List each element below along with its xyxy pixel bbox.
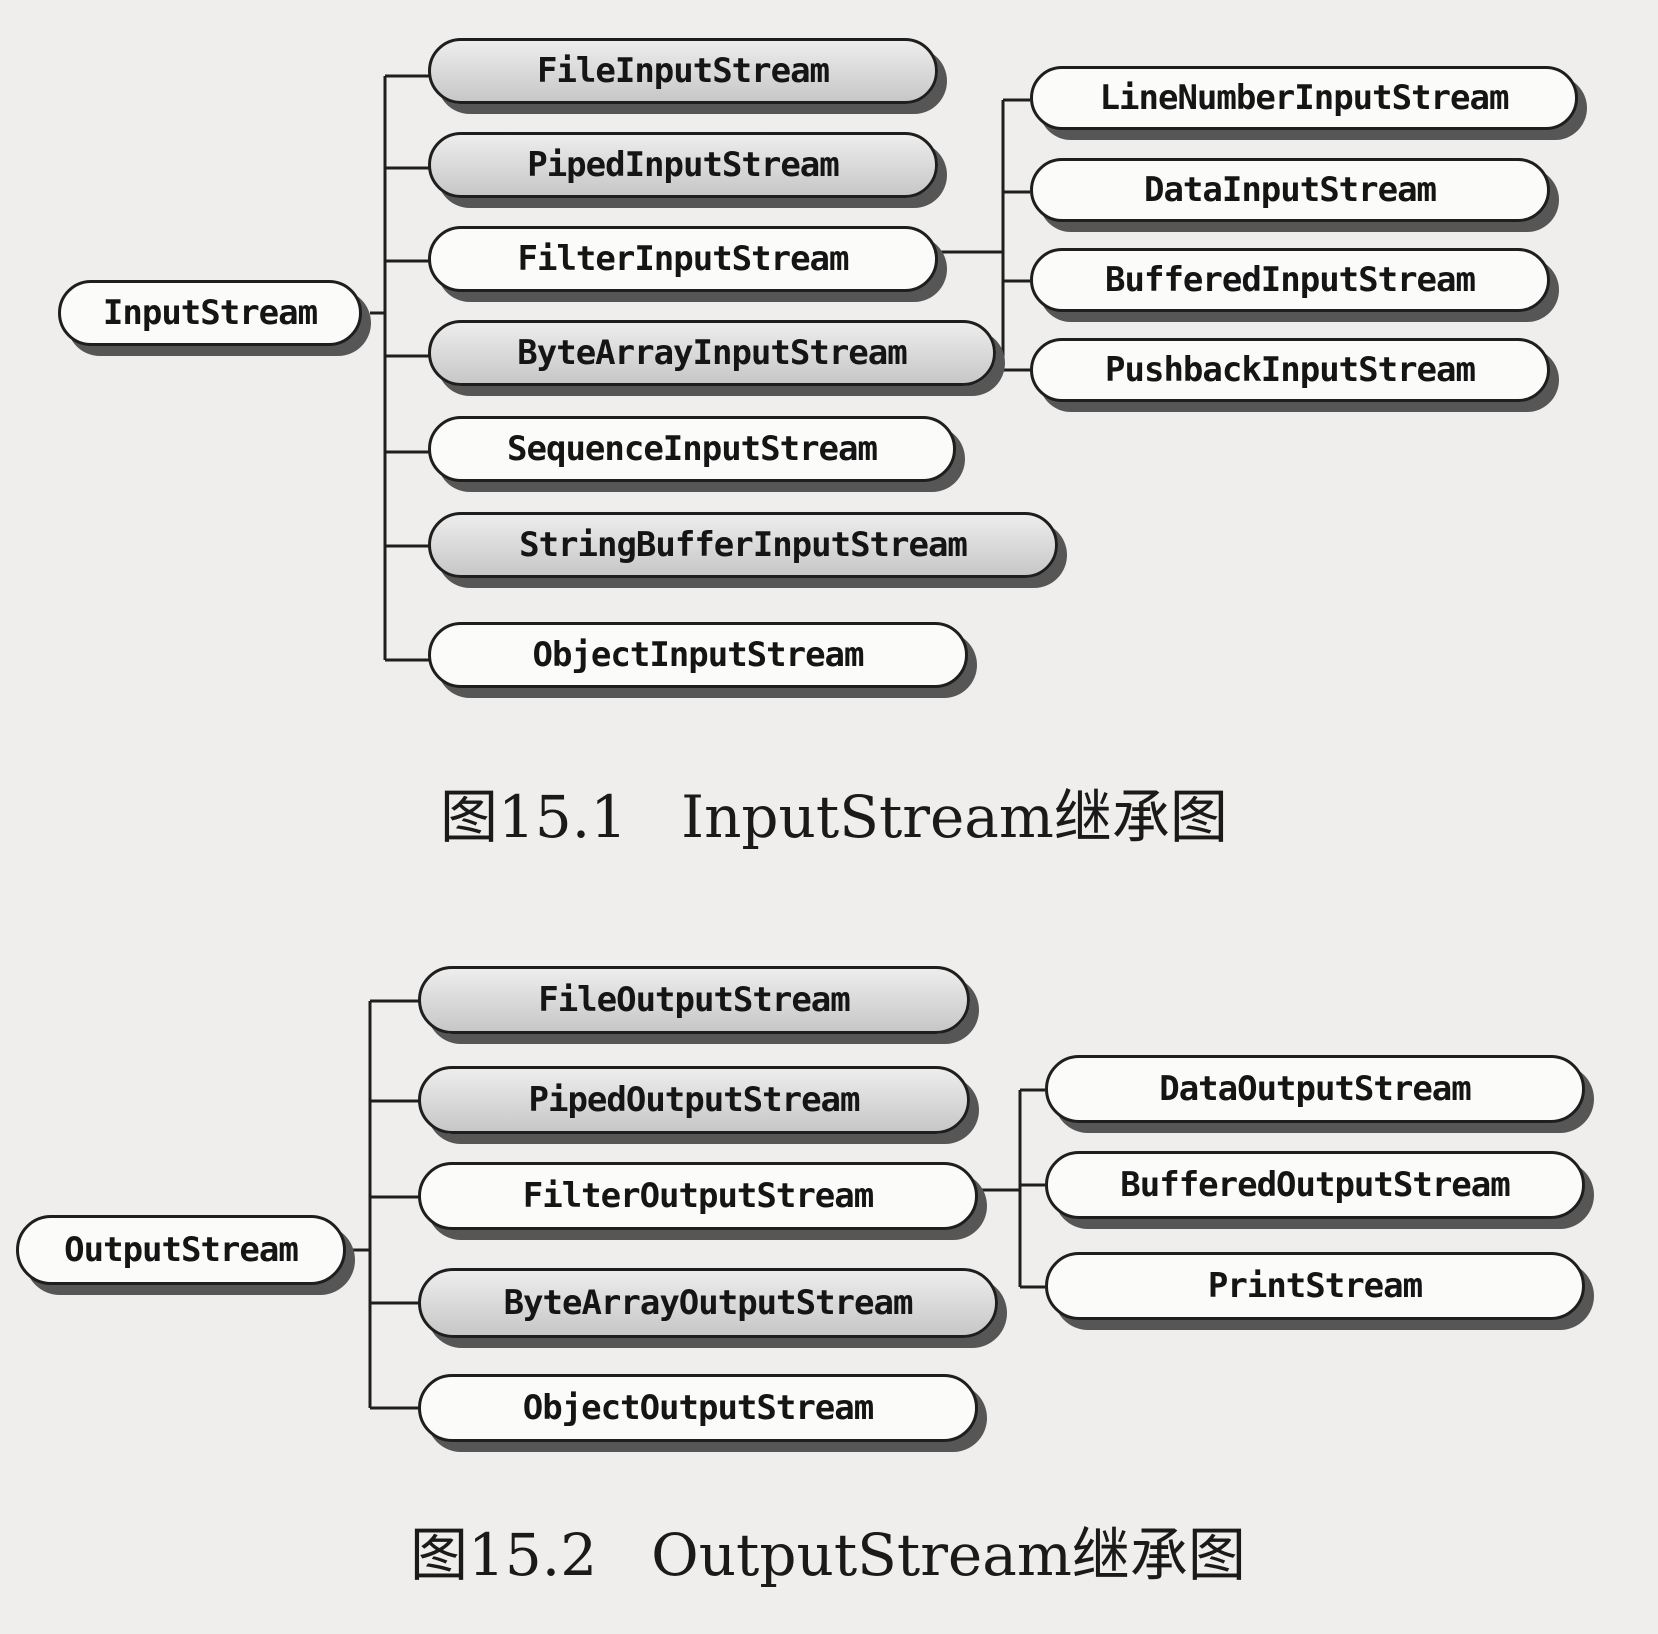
node-printstream: PrintStream — [1045, 1252, 1585, 1320]
node-bufferedoutputstream: BufferedOutputStream — [1045, 1151, 1585, 1219]
node-sequenceinputstream: SequenceInputStream — [428, 416, 956, 482]
node-objectinputstream: ObjectInputStream — [428, 622, 968, 688]
node-pushbackinputstream: PushbackInputStream — [1030, 338, 1550, 402]
node-pipedinputstream: PipedInputStream — [428, 132, 938, 198]
connector-input-branches — [385, 74, 430, 662]
node-filteroutputstream: FilterOutputStream — [418, 1162, 978, 1230]
node-bufferedinputstream: BufferedInputStream — [1030, 248, 1550, 312]
connector-output-branches — [370, 999, 420, 1410]
node-objectoutputstream: ObjectOutputStream — [418, 1374, 978, 1442]
node-bytearrayoutputstream: ByteArrayOutputStream — [418, 1268, 998, 1338]
node-pipedoutputstream: PipedOutputStream — [418, 1066, 970, 1134]
node-filterinputstream: FilterInputStream — [428, 226, 938, 292]
node-stringbufferinputstream: StringBufferInputStream — [428, 512, 1058, 578]
node-bytearrayinputstream: ByteArrayInputStream — [428, 320, 996, 386]
node-dataoutputstream: DataOutputStream — [1045, 1055, 1585, 1123]
caption-text: OutputStream继承图 — [651, 1521, 1246, 1589]
connector-filter-input — [940, 98, 1030, 372]
caption-text: InputStream继承图 — [681, 783, 1228, 851]
node-linenumberinputstream: LineNumberInputStream — [1030, 66, 1578, 130]
caption-figure-15-2: 图15.2 OutputStream继承图 — [410, 1508, 1246, 1592]
caption-number: 图15.2 — [410, 1521, 598, 1589]
node-inputstream: InputStream — [58, 280, 362, 346]
node-datainputstream: DataInputStream — [1030, 158, 1550, 222]
connector-input-trunk — [370, 76, 387, 660]
node-fileinputstream: FileInputStream — [428, 38, 938, 104]
caption-figure-15-1: 图15.1 InputStream继承图 — [440, 770, 1228, 854]
caption-number: 图15.1 — [440, 783, 628, 851]
node-fileoutputstream: FileOutputStream — [418, 966, 970, 1034]
connector-filter-output — [980, 1088, 1045, 1289]
connector-output-trunk — [340, 1001, 372, 1408]
node-outputstream: OutputStream — [16, 1215, 346, 1285]
